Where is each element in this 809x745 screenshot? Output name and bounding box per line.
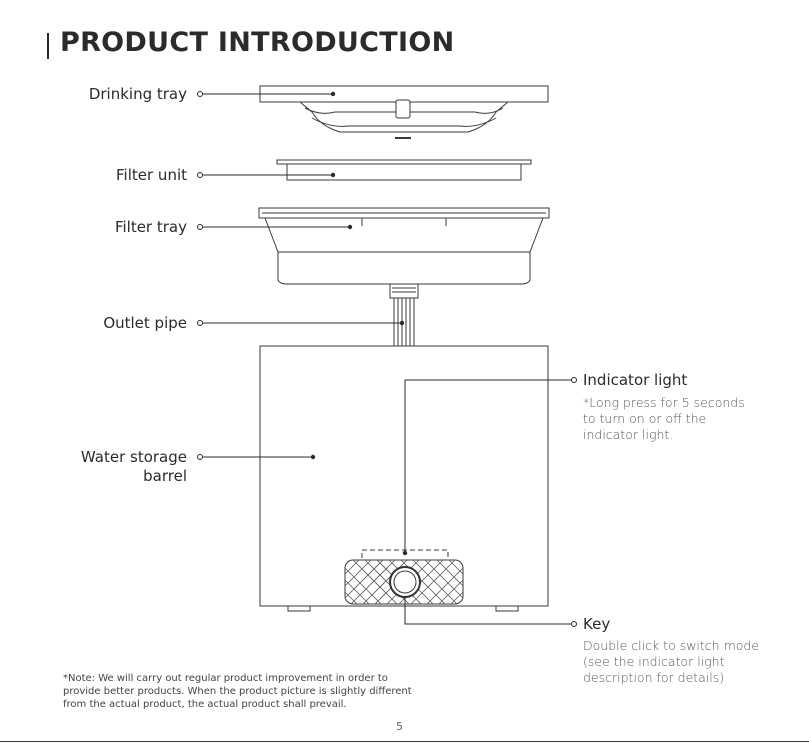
label-water-storage-line1: Water storage: [80, 448, 187, 466]
indicator-light-description: *Long press for 5 seconds to turn on or …: [583, 395, 745, 443]
label-indicator-light: Indicator light: [583, 371, 688, 389]
label-outlet-pipe: Outlet pipe: [103, 314, 187, 332]
indicator-light-desc-line: *Long press for 5 seconds: [583, 395, 745, 410]
leader-marker-indicator-light: [571, 377, 577, 383]
label-water-storage-line2: barrel: [143, 467, 187, 485]
page-title: PRODUCT INTRODUCTION: [60, 27, 455, 58]
footnote: *Note: We will carry out regular product…: [63, 672, 423, 711]
key-desc-line: Double click to switch mode: [583, 638, 760, 653]
footer-divider: [0, 741, 809, 742]
indicator-light-desc-line: to turn on or off the: [583, 411, 707, 426]
leader-marker-drinking-tray: [197, 91, 203, 97]
footnote-line: provide better products. When the produc…: [63, 686, 412, 697]
label-key: Key: [583, 615, 611, 633]
indicator-light-desc-line: indicator light.: [583, 427, 674, 442]
filter-unit-illustration: [276, 159, 532, 181]
leader-marker-outlet-pipe: [197, 320, 203, 326]
leader-marker-filter-tray: [197, 224, 203, 230]
leader-marker-key: [571, 621, 577, 627]
key-desc-line: description for details): [583, 670, 725, 685]
leader-marker-water-storage: [197, 454, 203, 460]
label-drinking-tray: Drinking tray: [88, 85, 187, 103]
footnote-line: from the actual product, the actual prod…: [63, 699, 347, 710]
leader-marker-filter-unit: [197, 172, 203, 178]
outlet-pipe-illustration: [389, 283, 419, 347]
key-desc-line: (see the indicator light: [583, 654, 725, 669]
label-filter-unit: Filter unit: [116, 166, 187, 184]
key-description: Double click to switch mode (see the ind…: [583, 638, 759, 686]
page-number: 5: [396, 720, 403, 733]
title-accent-bar: [47, 33, 49, 59]
footnote-line: *Note: We will carry out regular product…: [63, 673, 388, 684]
filter-tray-illustration: [258, 207, 550, 285]
key-panel-illustration: [344, 549, 464, 605]
label-filter-tray: Filter tray: [114, 218, 187, 236]
